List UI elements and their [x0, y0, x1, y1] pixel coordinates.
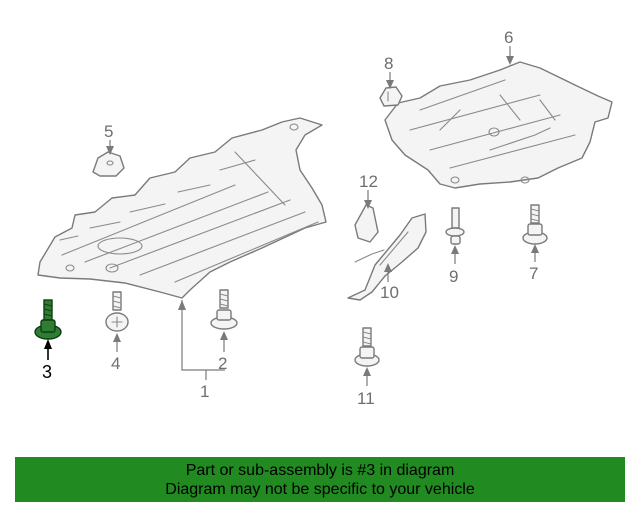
bolt-part-11 — [354, 327, 380, 367]
callout-5: 5 — [104, 122, 113, 141]
callout-4: 4 — [111, 354, 120, 373]
banner-line-2: Diagram may not be specific to your vehi… — [165, 481, 475, 498]
leader-lines — [44, 46, 539, 386]
callout-10: 10 — [380, 283, 399, 302]
bracket-part-5 — [92, 151, 125, 177]
callout-labels: 1 2 3 4 5 6 7 8 9 10 11 12 — [42, 28, 538, 408]
plate-part-12 — [354, 204, 379, 243]
callout-12: 12 — [359, 172, 378, 191]
callout-8: 8 — [384, 54, 393, 73]
clip-part-8 — [379, 86, 403, 107]
callout-11: 11 — [357, 389, 375, 408]
bolt-part-2 — [210, 289, 238, 330]
deflector-part-10 — [347, 213, 427, 301]
callout-6: 6 — [504, 28, 513, 47]
callout-3: 3 — [42, 362, 52, 382]
bolt-part-7 — [522, 204, 548, 245]
banner-line-1: Part or sub-assembly is #3 in diagram — [185, 462, 455, 479]
callout-9: 9 — [449, 267, 458, 286]
screw-part-4 — [105, 291, 129, 332]
bolt-part-3 — [34, 299, 62, 340]
parts-diagram: 1 2 3 4 5 6 7 8 9 10 11 12 — [34, 28, 613, 408]
callout-2: 2 — [218, 354, 227, 373]
under-tray-part-6 — [384, 61, 613, 189]
callout-7: 7 — [529, 264, 538, 283]
callout-1: 1 — [200, 382, 209, 401]
splash-shield-part-1 — [37, 117, 327, 299]
part-info-banner: Part or sub-assembly is #3 in diagram Di… — [15, 457, 625, 502]
pushpin-part-9 — [445, 207, 465, 245]
